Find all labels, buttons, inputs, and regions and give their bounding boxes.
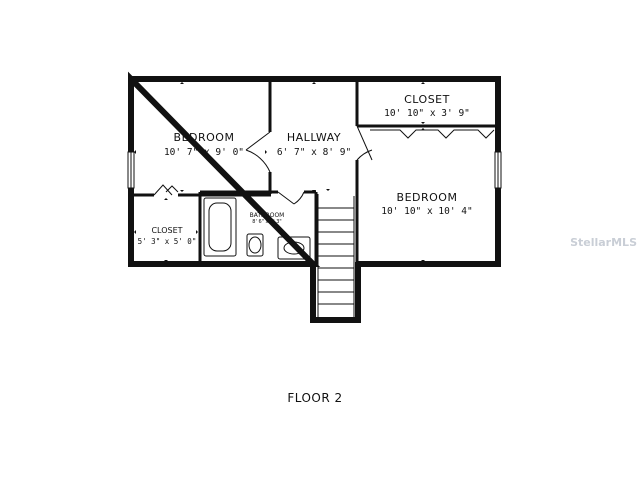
watermark: StellarMLS [570,236,637,249]
stairs [317,194,355,318]
bedroom-right-name: BEDROOM [397,191,458,204]
closet-top-name: CLOSET [404,93,450,106]
hallway-name: HALLWAY [287,131,341,144]
hallway-dims: 6' 7" x 8' 9" [277,147,351,158]
doors [153,125,495,205]
door-bedroom-left [245,131,271,173]
floor-label: FLOOR 2 [287,391,342,405]
toilet [246,233,264,257]
vanity-sink [277,236,311,260]
bathroom-dims: 8' 6" x 5' 3" [252,219,281,225]
dimension-ticks [134,82,425,262]
door-bedroom-right [356,125,373,161]
door-closet-sliding [370,129,495,139]
bathroom-name: BATHROOM [250,212,285,219]
bathroom-fixtures [203,197,311,260]
closet-small-dims: 5' 3" x 5' 0" [138,237,197,246]
bathtub [203,197,237,257]
door-bathroom [277,191,305,205]
bedroom-left-dims: 10' 7" x 9' 0" [164,147,244,158]
interior-walls [132,80,498,264]
closet-top-dims: 10' 10" x 3' 9" [384,108,470,119]
stair-wall [310,262,361,323]
closet-small-name: CLOSET [151,226,182,235]
bathtub-basin [208,202,232,252]
bedroom-left-name: BEDROOM [174,131,235,144]
bedroom-right-dims: 10' 10" x 10' 4" [381,206,473,217]
door-closet-small [153,184,173,196]
windows [127,151,502,189]
